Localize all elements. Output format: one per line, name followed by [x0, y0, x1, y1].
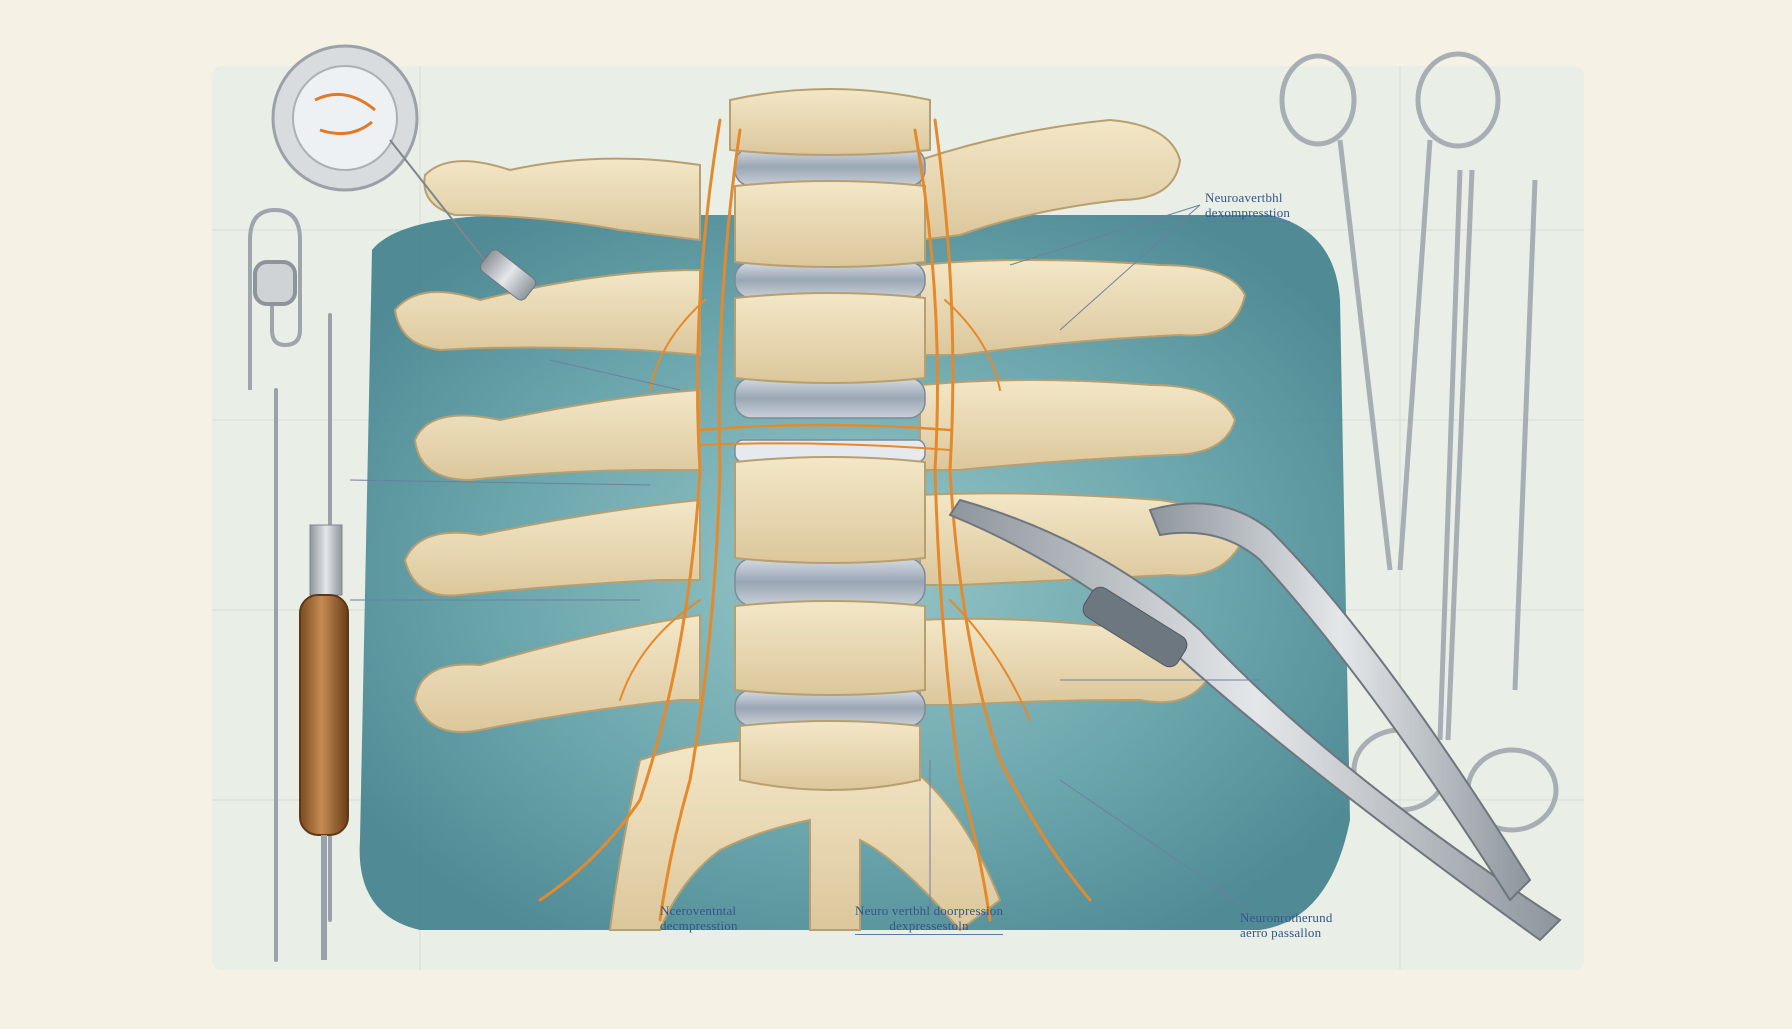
- vertebral-bodies: [729, 88, 931, 791]
- rongeur-icon: [948, 498, 1562, 942]
- scalpel-handle-icon: [299, 524, 349, 960]
- leader-lines: [349, 204, 1260, 911]
- callout-line: dexompresstion: [1205, 205, 1291, 222]
- scissors-icon: [1279, 51, 1501, 571]
- callout-line: decmpresstion: [660, 918, 738, 933]
- callout-line: Neuronrotherund: [1240, 910, 1333, 925]
- suture-reel-icon: [271, 44, 419, 192]
- callout-line: Neuro vertbhl doorpression: [855, 903, 1004, 918]
- callout-line: Neuroavertbhl: [1205, 190, 1283, 205]
- callout-label-bottom-left: Nceroventntal decmpresstion: [660, 903, 738, 933]
- intervertebral-discs: [734, 147, 926, 727]
- callout-line: Nceroventntal: [660, 903, 737, 918]
- callout-label-bottom-center: Neuro vertbhl doorpression dexpressestol…: [855, 903, 1004, 935]
- callout-line: dexpressestoln: [855, 918, 1004, 935]
- callout-label-top-right: Neuroavertbhl dexompresstion: [1205, 190, 1291, 222]
- right-transverse-processes: [919, 118, 1247, 706]
- syringe-icon: [389, 139, 537, 301]
- spinal-nerves: [538, 118, 1092, 922]
- callout-label-bottom-right: Neuronrotherund aerro passallon: [1240, 910, 1333, 940]
- left-transverse-processes: [393, 157, 701, 733]
- safety-pin-icon: [248, 207, 302, 390]
- callout-line: aerro passallon: [1240, 925, 1322, 940]
